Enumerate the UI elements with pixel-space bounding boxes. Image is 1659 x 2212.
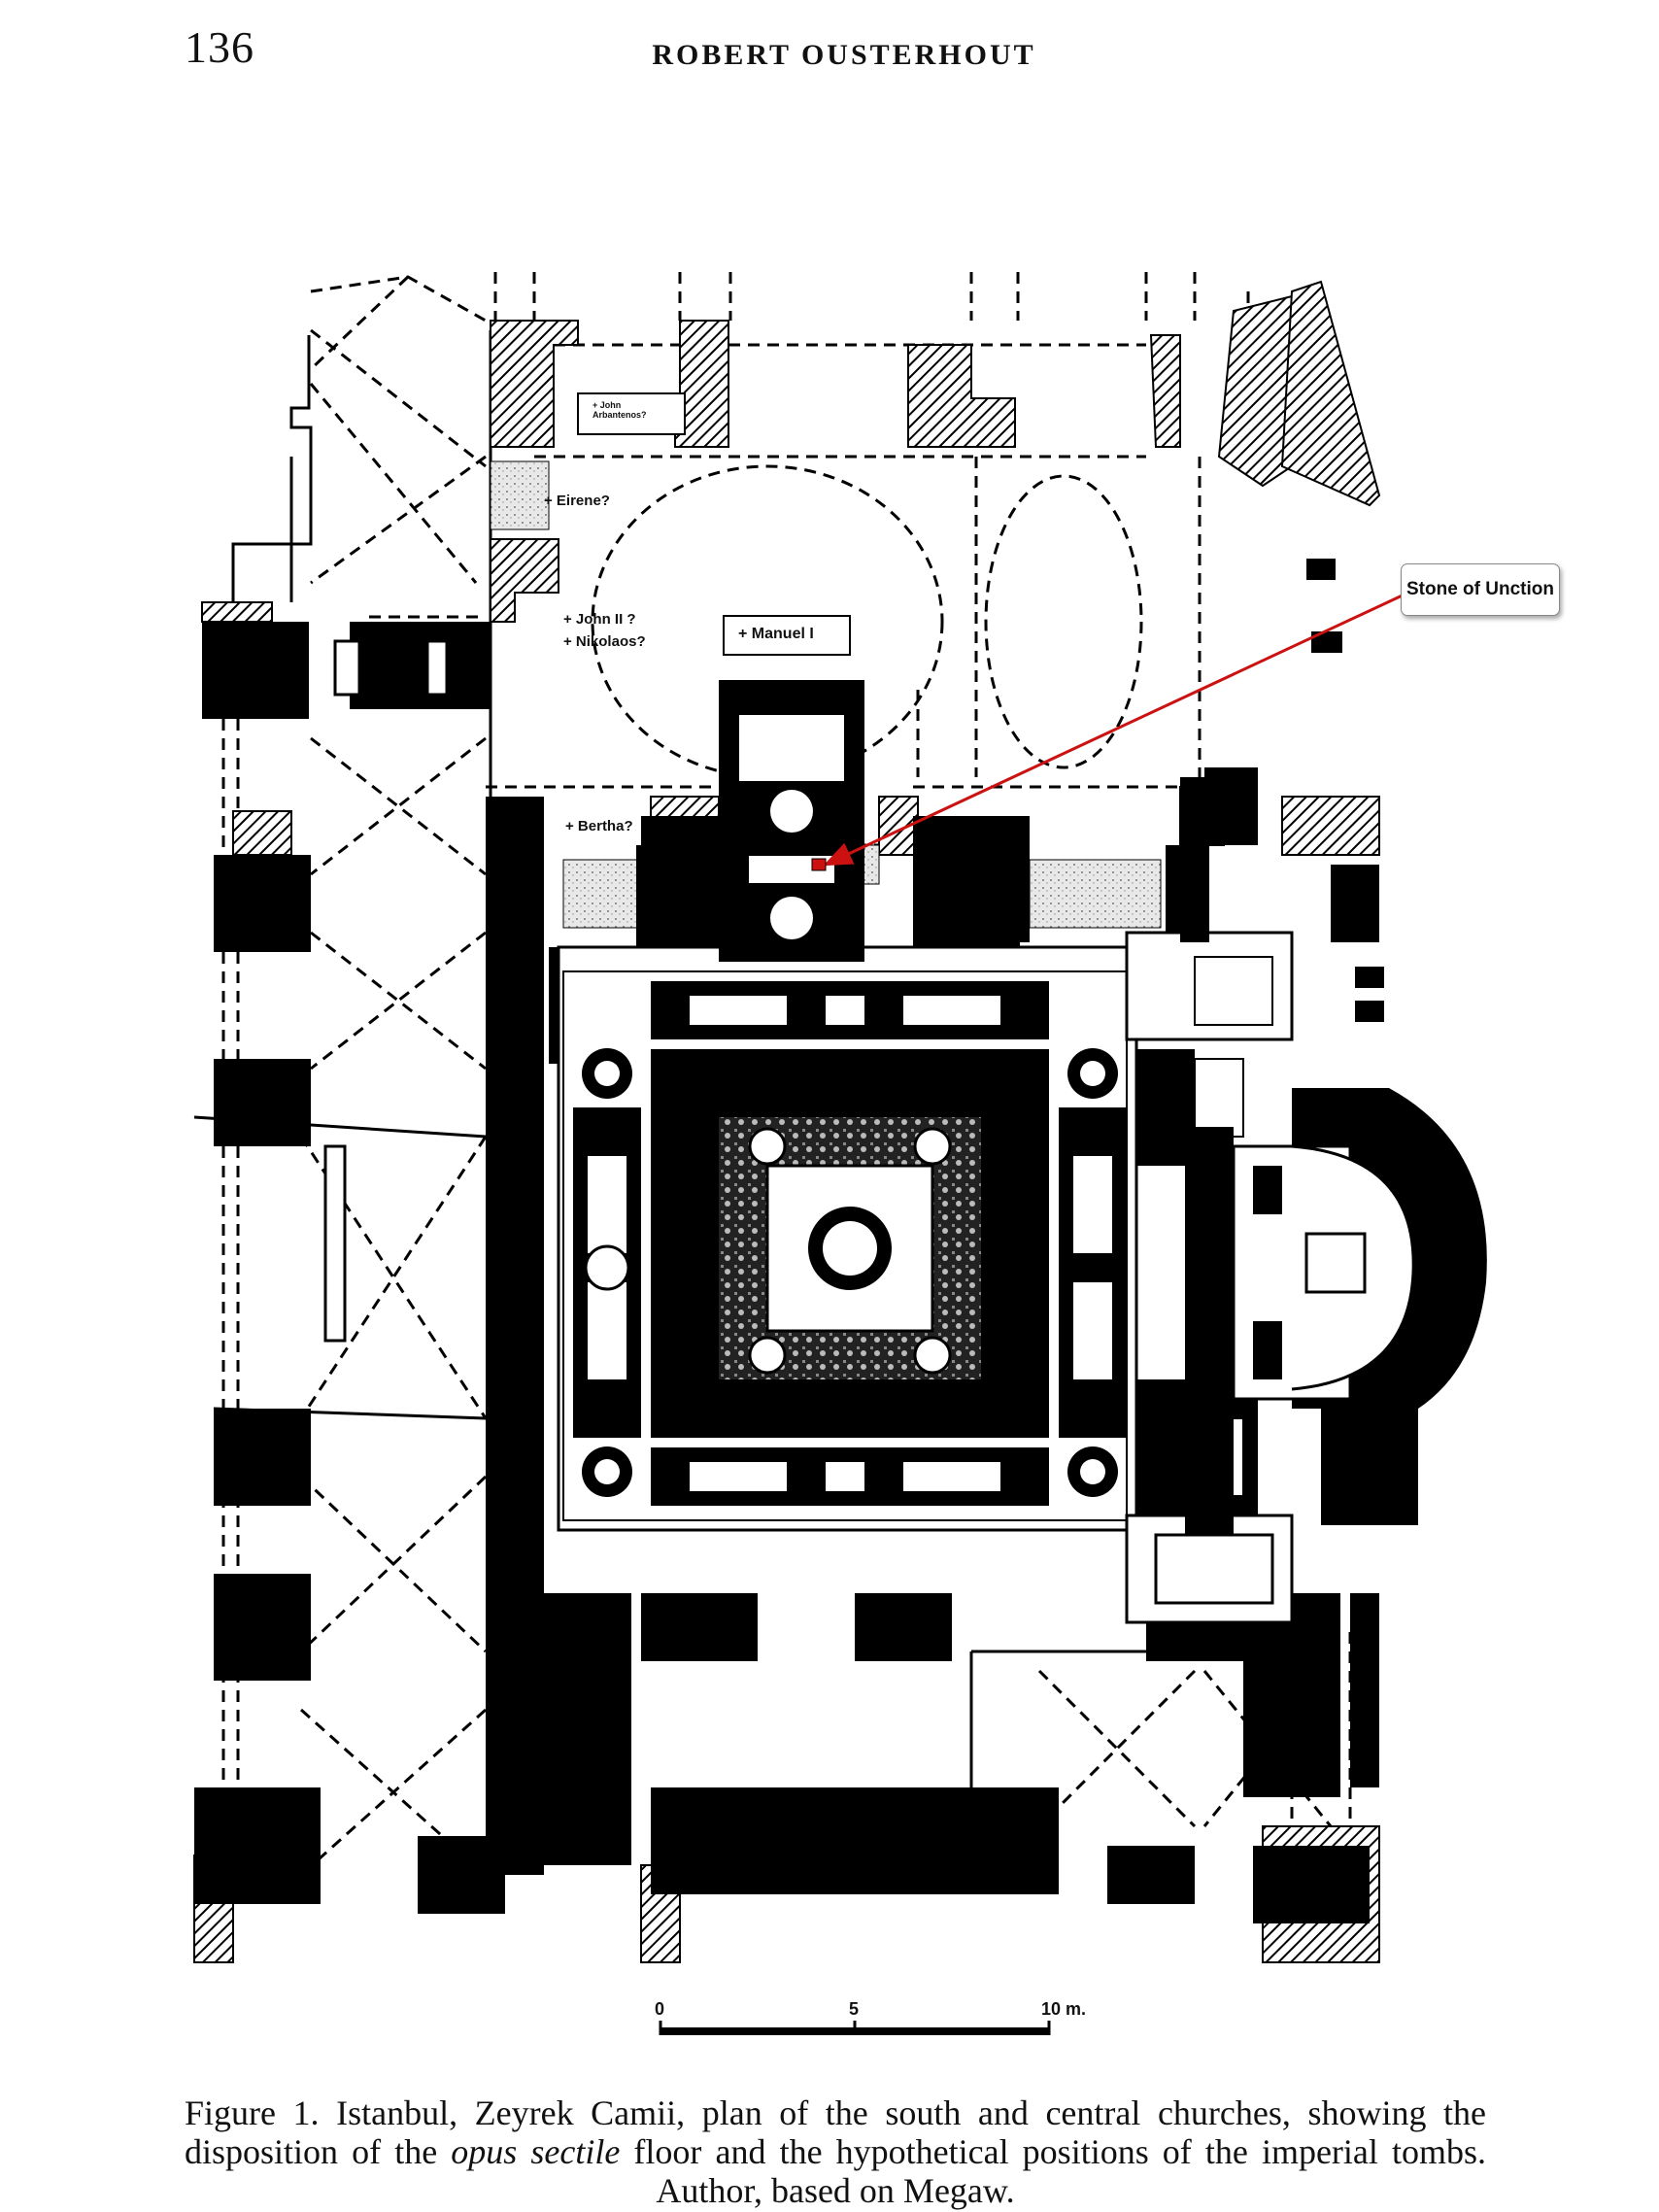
bema	[719, 695, 864, 962]
running-head: ROBERT OUSTERHOUT	[652, 39, 1036, 71]
page-number: 136	[185, 22, 254, 72]
scale-label-five: 5	[849, 1999, 860, 2019]
caption-part2: floor and the hypothetical positions of …	[620, 2132, 1487, 2210]
nave-piers	[641, 777, 1234, 1535]
label-john-arbantenos-line1: + John	[592, 400, 622, 410]
stone-of-unction-callout[interactable]: Stone of Unction	[1401, 563, 1560, 616]
left-openings	[323, 639, 449, 1343]
label-manuel-i: + Manuel I	[738, 626, 814, 642]
label-john-arbantenos: + John Arbantenos?	[592, 400, 647, 421]
scale-bar	[659, 2021, 1051, 2035]
caption-part1: Figure 1. Istanbul, Zeyrek Camii, plan o…	[185, 2093, 1486, 2171]
callout-arrow	[823, 591, 1409, 867]
scale-label-zero: 0	[655, 1999, 665, 2019]
east-chapel	[1125, 559, 1415, 1624]
label-nikolaos: + Nikolaos?	[563, 633, 646, 650]
label-john-arbantenos-line2: Arbantenos?	[592, 409, 647, 420]
stone-of-unction-marker	[811, 858, 827, 871]
solid-piers	[194, 622, 1487, 1923]
scale-label-ten: 10 m.	[1041, 1999, 1087, 2019]
label-eirene: + Eirene?	[544, 493, 610, 509]
caption-italic: opus sectile	[451, 2132, 621, 2171]
label-john-ii: + John II ?	[563, 611, 636, 628]
opus-sectile-floor	[557, 945, 1138, 1532]
label-bertha: + Bertha?	[565, 818, 633, 834]
figure-caption: Figure 1. Istanbul, Zeyrek Camii, plan o…	[185, 2093, 1486, 2210]
tomb-boxes	[577, 392, 851, 656]
